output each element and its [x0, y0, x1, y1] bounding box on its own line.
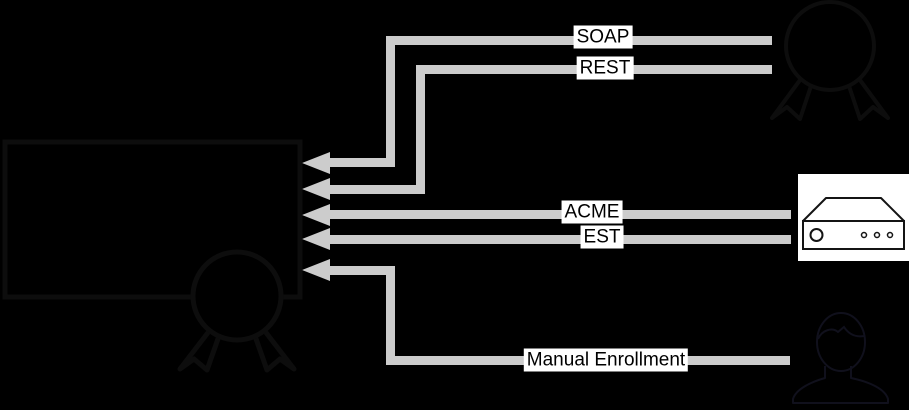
connector-segment: [328, 158, 395, 167]
connector-segment: [386, 266, 395, 365]
person-icon: [792, 312, 889, 404]
connector-segment: [328, 185, 425, 194]
label-soap: SOAP: [573, 25, 633, 49]
award-ribbon-icon: [770, 0, 890, 121]
arrowhead-icon: [302, 259, 330, 281]
arrowhead-icon: [302, 228, 330, 250]
connector-segment: [328, 235, 791, 244]
arrowhead-icon: [302, 204, 330, 226]
arrowhead-icon: [302, 152, 330, 174]
label-acme: ACME: [561, 200, 623, 224]
server-appliance-icon: [798, 174, 909, 261]
connector-segment: [416, 65, 425, 194]
arrowhead-icon: [302, 178, 330, 200]
connector-segment: [328, 210, 791, 219]
label-est: EST: [580, 225, 624, 249]
certificate-document-icon: [2, 139, 303, 373]
connector-segment: [386, 36, 395, 167]
label-manual-enrollment: Manual Enrollment: [523, 348, 689, 372]
connector-segment: [328, 266, 395, 275]
label-rest: REST: [576, 56, 634, 80]
